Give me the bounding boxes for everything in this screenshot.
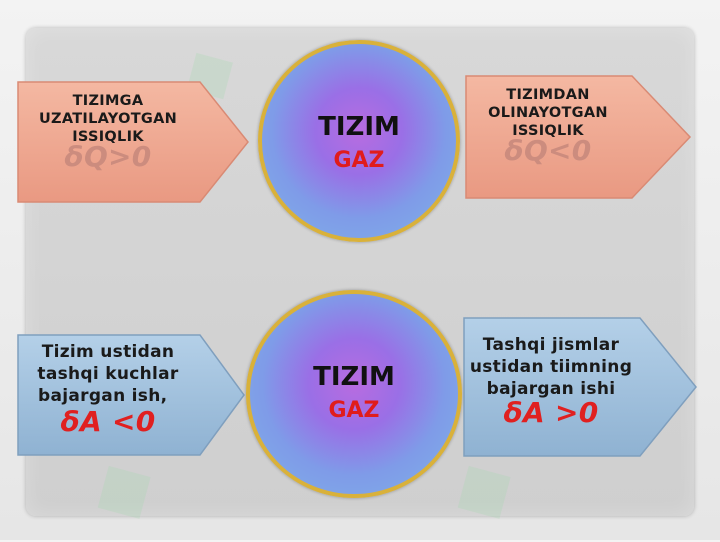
arrow-shape-icon [465,75,692,199]
incoming-heat-line3: ISSIQLIK [72,129,144,145]
system-work-line1: Tashqi jismlar [482,335,620,355]
system-subtitle-top: GAZ [333,148,385,173]
outgoing-heat-arrow: TIZIMDAN OLINAYOTGAN ISSIQLIK δQ<0 [464,74,694,200]
incoming-heat-line1: TIZIMGA [72,93,144,109]
outgoing-heat-line1: TIZIMDAN [506,87,590,103]
system-work-line2: ustidan tiimning [469,357,633,377]
arrow-shape-icon [17,81,249,203]
system-title-top: TIZIM [318,112,400,142]
system-title-bottom: TIZIM [313,362,395,392]
external-work-line3: bajargan ish, [38,386,168,406]
outgoing-heat-formula: δQ<0 [504,134,592,167]
system-circle-bottom: TIZIM GAZ [246,290,462,498]
system-work-arrow: Tashqi jismlar ustidan tiimning bajargan… [462,316,700,458]
system-subtitle-bottom: GAZ [328,398,380,423]
system-work-line3: bajargan ishi [486,379,616,399]
outgoing-heat-line2: OLINAYOTGAN [488,105,608,121]
incoming-heat-arrow: TIZIMGA UZATILAYOTGAN ISSIQLIK δQ>0 [16,80,252,204]
system-circle-top: TIZIM GAZ [258,40,460,242]
external-work-arrow: Tizim ustidan tashqi kuchlar bajargan is… [16,333,248,457]
arrow-shape-icon [463,317,697,457]
incoming-heat-formula: δQ>0 [64,140,152,173]
external-work-line2: tashqi kuchlar [37,364,179,384]
system-work-formula: δA >0 [503,396,599,429]
incoming-heat-line2: UZATILAYOTGAN [38,111,178,127]
outgoing-heat-line3: ISSIQLIK [512,123,584,139]
external-work-formula: δA <0 [60,405,156,438]
arrow-shape-icon [17,334,245,456]
external-work-line1: Tizim ustidan [41,342,175,362]
